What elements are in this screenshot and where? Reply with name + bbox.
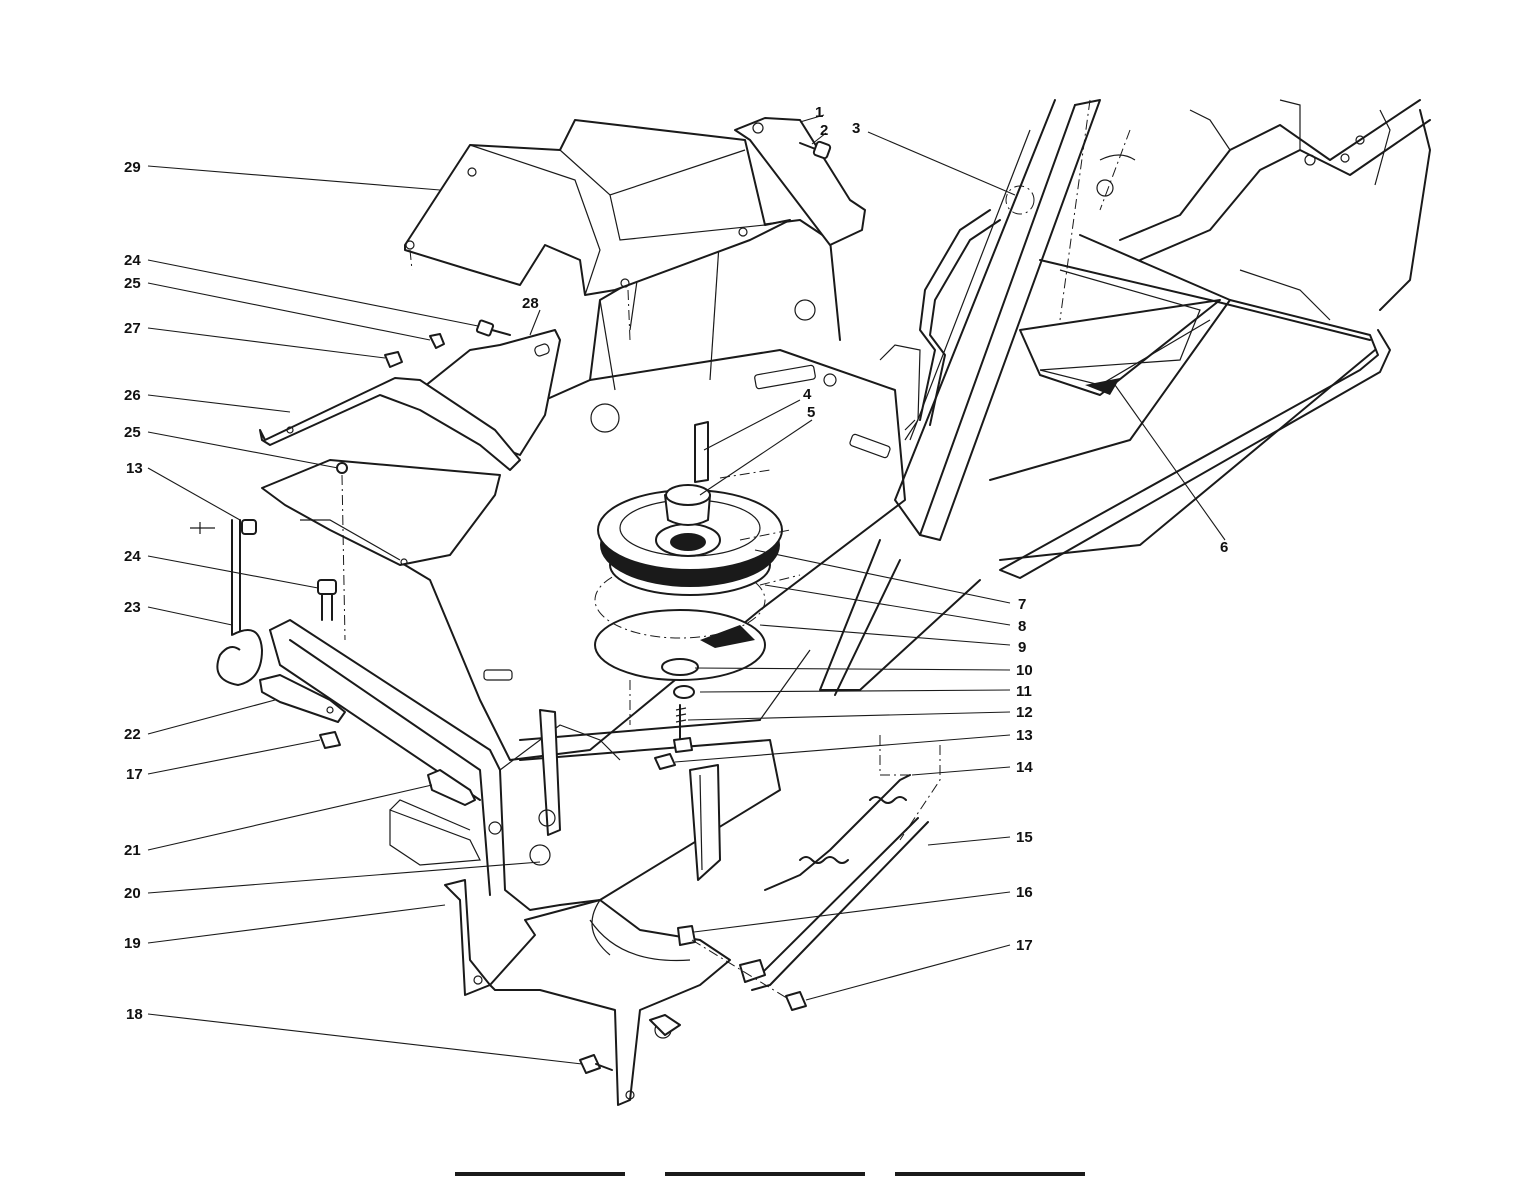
spring-part-14 <box>764 735 941 891</box>
callout-5: 5 <box>807 404 815 421</box>
belt-guard-cover <box>404 119 791 341</box>
plate-part <box>689 764 721 881</box>
callout-2: 2 <box>820 122 828 139</box>
callout-3: 3 <box>852 120 860 137</box>
callout-24-top: 24 <box>124 252 141 269</box>
pivot-part-20 <box>529 709 561 866</box>
bolt-part-2 <box>799 140 832 160</box>
callout-11: 11 <box>1016 683 1032 700</box>
callout-25-mid: 25 <box>124 424 141 441</box>
pulley-assembly <box>594 421 801 753</box>
callout-27: 27 <box>124 320 141 337</box>
callout-10: 10 <box>1016 662 1033 679</box>
hardware-top <box>336 319 511 641</box>
callout-6: 6 <box>1220 539 1228 556</box>
callout-1: 1 <box>815 104 823 121</box>
nut-part-17-right <box>785 991 807 1011</box>
callout-14: 14 <box>1016 759 1033 776</box>
callout-22: 22 <box>124 726 141 743</box>
callout-23: 23 <box>124 599 141 616</box>
callout-29: 29 <box>124 159 141 176</box>
callout-20: 20 <box>124 885 141 902</box>
mower-deck-platform <box>269 219 981 911</box>
bracket-part-21 <box>427 769 502 835</box>
link-part-22 <box>259 674 346 723</box>
callout-8: 8 <box>1018 618 1026 635</box>
bolt-part-16 <box>677 925 791 1001</box>
callout-25-top: 25 <box>124 275 141 292</box>
nut-part-13 <box>654 753 676 770</box>
callout-13-left: 13 <box>126 460 143 477</box>
callout-9: 9 <box>1018 639 1026 656</box>
callout-17-left: 17 <box>126 766 143 783</box>
callout-7: 7 <box>1018 596 1026 613</box>
pedal-bracket-part-19 <box>444 879 731 1106</box>
callout-16: 16 <box>1016 884 1033 901</box>
callout-15: 15 <box>1016 829 1033 846</box>
callout-28: 28 <box>522 295 539 312</box>
bolt-part-18 <box>579 1054 613 1074</box>
callout-17-right: 17 <box>1016 937 1033 954</box>
floor-mat-part <box>1019 299 1221 396</box>
nut-part-17-left <box>319 731 341 749</box>
callout-labels: 1 2 3 4 5 6 7 8 9 10 11 12 13 14 15 16 1… <box>124 104 1228 1023</box>
callout-13-right: 13 <box>1016 727 1033 744</box>
bracket-part-1 <box>734 117 866 246</box>
callout-21: 21 <box>124 842 141 859</box>
callout-12: 12 <box>1016 704 1033 721</box>
cropped-caption-remnant <box>455 1172 1085 1176</box>
callout-4: 4 <box>803 386 812 403</box>
leader-lines <box>147 114 1226 1065</box>
tractor-frame-rail <box>989 99 1431 579</box>
callout-26: 26 <box>124 387 141 404</box>
callout-18: 18 <box>126 1006 143 1023</box>
bolt-part-24 <box>317 579 337 621</box>
steering-tower <box>894 99 1101 541</box>
bracket-part-26 <box>259 377 521 566</box>
rod-part-13-23 <box>190 519 263 686</box>
callout-19: 19 <box>124 935 141 952</box>
callout-24-mid: 24 <box>124 548 141 565</box>
pedal-rod-part-15 <box>649 817 929 1036</box>
